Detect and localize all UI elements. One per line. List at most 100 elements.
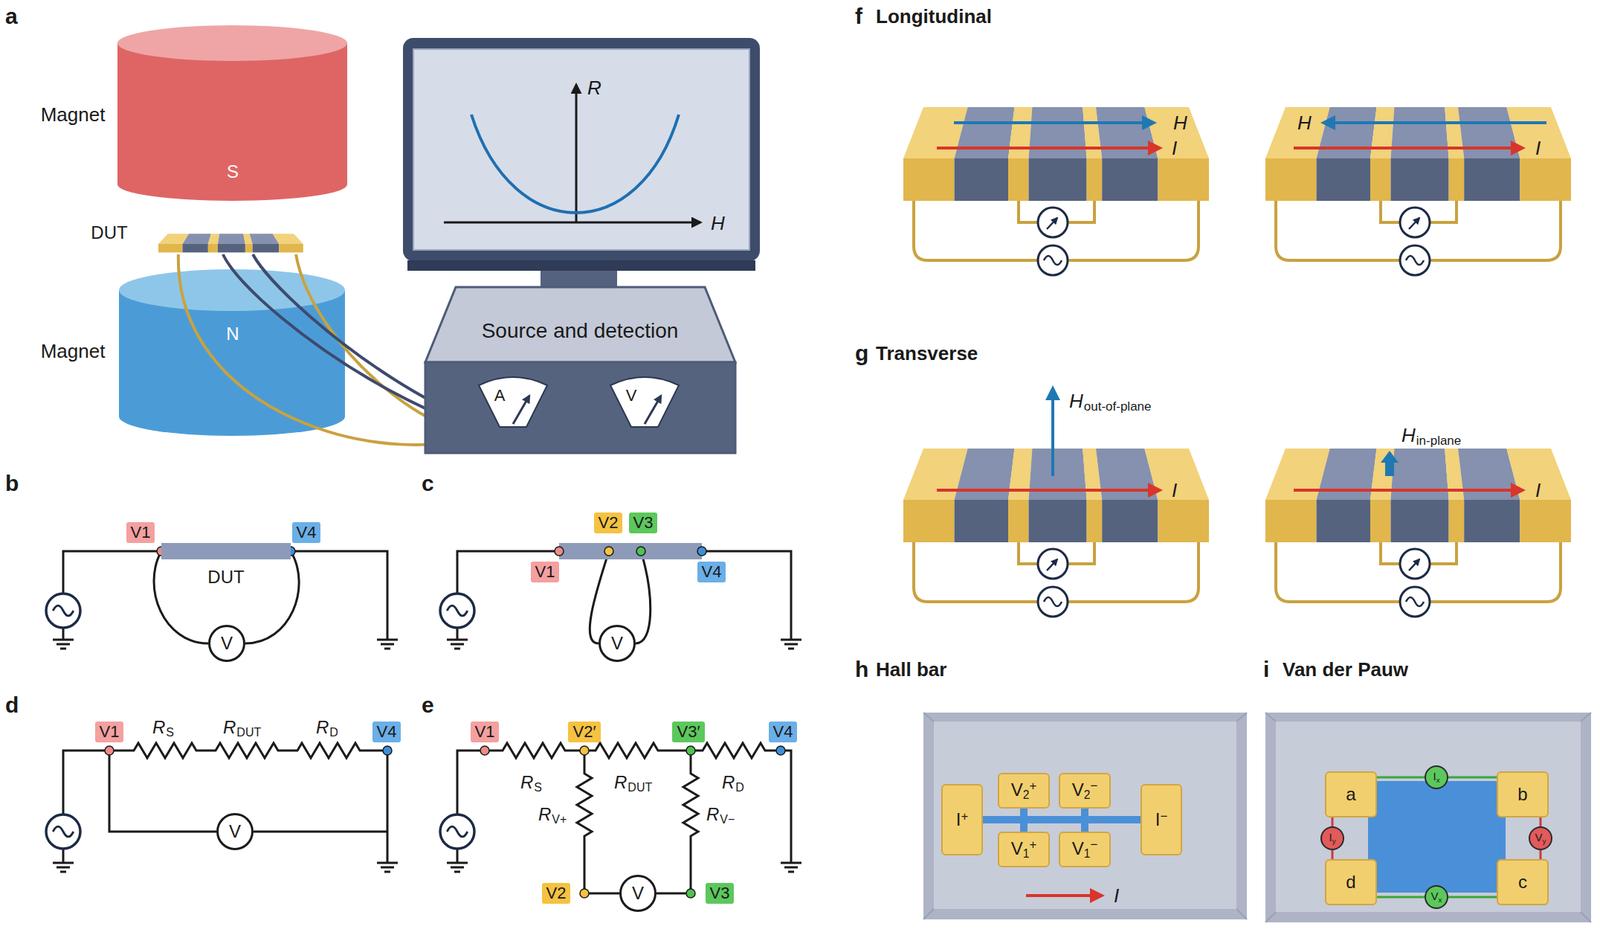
node-text: V — [1072, 837, 1085, 858]
device-sample — [158, 233, 304, 253]
drawing-line — [1026, 893, 1102, 897]
terminal-tag: V1 — [530, 561, 560, 583]
text-group: Ix — [1432, 770, 1440, 783]
subscript: DUT — [236, 726, 261, 739]
node-text: − — [1159, 808, 1168, 824]
wire — [1448, 776, 1497, 779]
subscript: D — [735, 781, 745, 794]
node-text: V3 — [710, 883, 731, 902]
device-under-test: DUT — [81, 223, 305, 255]
resistor-label: R — [520, 773, 534, 792]
node-text: S — [226, 162, 239, 181]
text-group: V1 — [535, 562, 556, 581]
node-text: V — [1072, 779, 1085, 800]
panel-title: Van der Pauw — [1282, 659, 1409, 679]
panel-letter: h — [855, 657, 869, 681]
drawing-use — [903, 448, 1209, 543]
drawing-use — [46, 593, 81, 628]
panel-letter: f — [855, 5, 863, 28]
text-group: V4 — [296, 522, 317, 542]
drawing-rect — [407, 260, 756, 271]
terminal-tag: V3 — [628, 512, 658, 534]
dial-outline — [607, 371, 682, 430]
drawing-path — [457, 742, 792, 863]
text-group: V3 — [633, 513, 654, 532]
drawing-path — [1380, 450, 1399, 476]
node-text: − — [1089, 837, 1098, 852]
text-group: a — [1345, 785, 1356, 803]
drawing-circle — [480, 745, 490, 755]
drawing-circle — [604, 546, 614, 556]
resistor-label: R — [538, 805, 551, 824]
text-group: V1 — [130, 522, 151, 542]
drawing-circle — [579, 888, 589, 898]
text-group: V4 — [701, 562, 722, 581]
drawing-line — [443, 221, 701, 224]
node-text: I — [1328, 830, 1332, 844]
node-text: V1 — [99, 721, 120, 741]
node-text: 1 — [1023, 846, 1030, 860]
voltmeter-symbol: V — [216, 812, 254, 850]
resistor-label: R — [152, 718, 166, 737]
current-label: I — [1535, 480, 1541, 500]
terminal-tag: V4 — [768, 721, 798, 743]
voltmeter-symbol: V — [598, 624, 636, 662]
voltmeter-symbol: V — [619, 874, 657, 912]
monitor — [402, 37, 760, 287]
text-group: I+ — [956, 810, 969, 829]
wire — [1448, 895, 1497, 899]
text-group: V — [631, 884, 644, 902]
resistor-label: R — [223, 718, 236, 737]
current-label: I — [1535, 138, 1541, 158]
hall-bar-substrate — [923, 712, 1247, 919]
drawing-use — [780, 639, 802, 649]
drawing-rect — [923, 712, 1247, 919]
drawing-rect — [933, 721, 1237, 909]
terminal-tag: V3 — [705, 882, 735, 904]
wire — [1539, 849, 1543, 859]
text-group: Vy — [1535, 831, 1547, 844]
text-group: V4 — [376, 721, 398, 741]
node-text: V1 — [130, 522, 151, 542]
terminal-tag: V4 — [697, 561, 727, 583]
drawing-line — [513, 395, 530, 424]
drawing-circle — [104, 745, 114, 755]
node-text: c — [1518, 871, 1528, 892]
drawing-use — [1265, 448, 1572, 543]
terminal-tag: V3′ — [672, 721, 705, 743]
drawing-path — [471, 114, 679, 213]
field-label: H — [1297, 113, 1312, 133]
text-group: V3 — [710, 883, 731, 902]
text-group: V4 — [773, 721, 794, 741]
drawing-rect — [425, 362, 736, 453]
drawing-rect — [1368, 780, 1506, 893]
resistor-label: R — [721, 773, 735, 792]
drawing-ellipse — [118, 397, 345, 436]
drawing-rect — [1275, 721, 1581, 912]
drawing-circle — [382, 745, 392, 755]
contact-pad: V2− — [1058, 772, 1111, 809]
panel-title: Hall bar — [875, 659, 947, 679]
drawing-use — [440, 814, 475, 849]
text-group: I− — [1155, 810, 1168, 829]
drawing-line — [936, 146, 1160, 150]
node-text: d — [1345, 871, 1356, 892]
node-text: y — [1542, 836, 1547, 845]
node-text: V — [1011, 837, 1024, 858]
drawing-use — [1275, 200, 1561, 276]
drawing-rect — [1265, 712, 1592, 922]
ammeter-dial: A — [475, 371, 551, 430]
node-text: 2 — [1084, 788, 1091, 801]
drawing-ellipse — [117, 25, 348, 61]
subscript: DUT — [627, 781, 653, 794]
drawing-circle — [554, 546, 564, 556]
node-text: V4 — [296, 522, 317, 542]
drawing-line — [1293, 146, 1523, 150]
node-text: V2 — [598, 513, 619, 532]
axis-label: R — [587, 78, 602, 98]
text-group: V2′ — [572, 721, 596, 741]
node-text: V1 — [475, 721, 496, 741]
subscript: out-of-plane — [1084, 400, 1152, 413]
